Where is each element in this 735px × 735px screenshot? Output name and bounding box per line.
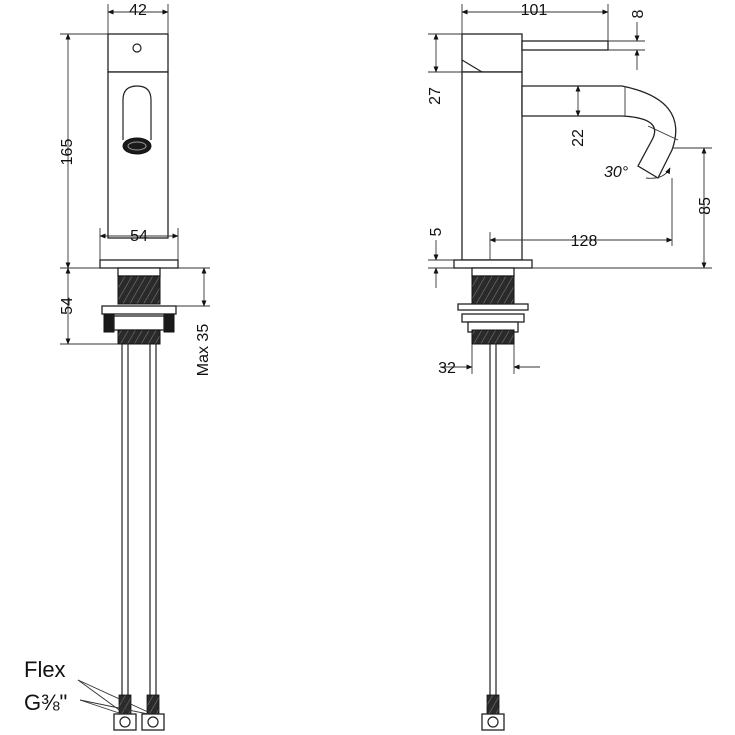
dim-base-plate: 5 xyxy=(428,227,445,236)
front-handle xyxy=(107,33,169,73)
dim-spout-height: 85 xyxy=(697,197,714,215)
side-washer xyxy=(457,303,529,311)
dim-spout-diameter: 22 xyxy=(570,129,587,147)
dim-base-width: 54 xyxy=(130,228,148,245)
side-handle-cap xyxy=(461,33,523,73)
side-view: 101 8 27 22 30° 85 5 128 xyxy=(427,2,714,731)
dim-handle: 8 xyxy=(630,9,647,18)
side-hose-nut xyxy=(481,713,505,731)
dim-angle: 30° xyxy=(604,164,629,181)
front-spout xyxy=(122,85,152,140)
side-spout xyxy=(521,85,677,179)
front-body xyxy=(107,71,169,239)
front-nut xyxy=(113,315,165,331)
side-base-plate xyxy=(453,259,533,269)
side-body xyxy=(461,71,523,261)
dim-shank: 32 xyxy=(438,360,456,377)
front-hose-nut-left xyxy=(113,713,137,731)
side-threaded-shank xyxy=(471,275,515,305)
dim-spout-reach: 128 xyxy=(571,233,598,250)
hose-label-thread: G⅜" xyxy=(24,690,67,715)
front-washer xyxy=(101,305,177,315)
dim-top-width: 42 xyxy=(129,2,147,19)
front-view: 42 165 54 54 Max 35 Flex G⅜" xyxy=(24,2,212,731)
front-handle-hole xyxy=(132,43,142,53)
side-lever xyxy=(521,40,609,51)
dim-handle-height: 27 xyxy=(427,87,444,105)
front-threaded-shank xyxy=(117,275,161,305)
dim-height: 165 xyxy=(59,139,76,166)
dim-reach: 101 xyxy=(521,2,548,19)
hose-label-flex: Flex xyxy=(24,657,66,682)
dim-max-thickness: Max 35 xyxy=(195,324,212,377)
front-aerator xyxy=(122,137,152,155)
front-base-plate xyxy=(99,259,179,269)
dim-base-height: 54 xyxy=(59,297,76,315)
front-hose-nut-right xyxy=(141,713,165,731)
